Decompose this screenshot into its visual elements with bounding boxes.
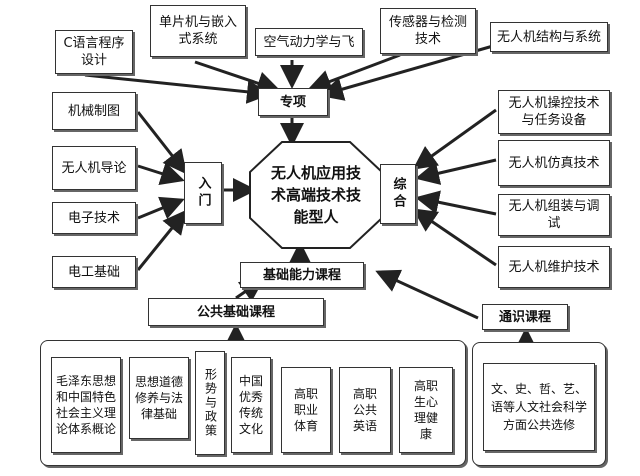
course-uav-assembly: 无人机组装与调试 <box>498 194 610 236</box>
course-label: 无人机仿真技术 <box>508 155 600 171</box>
course-label: 高职生心理健康 <box>413 379 438 441</box>
course-situation-policy: 形势与政策 <box>195 351 225 455</box>
course-label: 单片机与嵌入式系统 <box>158 15 237 47</box>
course-label: 电工基础 <box>67 264 120 280</box>
course-label: 中国优秀传统文化 <box>238 374 263 436</box>
course-uav-intro: 无人机导论 <box>52 146 136 190</box>
course-label: 电子技术 <box>67 210 120 226</box>
course-uav-maintenance: 无人机维护技术 <box>498 246 610 288</box>
course-c-programming: C语言程序设计 <box>55 30 133 74</box>
course-morality-law: 思想道德修养与法律基础 <box>129 357 189 439</box>
course-mao-theory: 毛泽东思想和中国特色社会主义理论体系概论 <box>51 357 121 453</box>
course-label: 文、史、哲、艺、语等人文社会科学方面公共选修 <box>490 382 587 432</box>
public-course-group: 毛泽东思想和中国特色社会主义理论体系概论 思想道德修养与法律基础 形势与政策 中… <box>40 340 466 466</box>
hub-label: 入门 <box>195 176 211 210</box>
center-goal: 无人机应用技术高端技术技能型人 <box>248 140 384 250</box>
course-label: 无人机操控技术与任务设备 <box>508 96 600 128</box>
center-label: 无人机应用技术高端技术技能型人 <box>270 164 361 226</box>
course-uav-operation: 无人机操控技术与任务设备 <box>498 90 610 134</box>
hub-label: 公共基础课程 <box>196 304 275 320</box>
hub-basic-ability: 基础能力课程 <box>240 262 364 288</box>
course-label: 思想道德修养与法律基础 <box>134 375 183 421</box>
course-label: 空气动力学与飞 <box>263 34 355 50</box>
course-aerodynamics: 空气动力学与飞 <box>255 28 363 56</box>
course-label: 形势与政策 <box>203 368 218 438</box>
hub-general-education: 通识课程 <box>482 304 568 330</box>
course-english: 高职公共英语 <box>339 367 391 453</box>
course-sensors: 传感器与检测技术 <box>380 8 476 54</box>
course-uav-structure: 无人机结构与系统 <box>490 22 608 52</box>
hub-specialized: 专项 <box>258 88 328 116</box>
hub-introductory: 入门 <box>184 162 222 224</box>
hub-label: 综合 <box>390 177 406 211</box>
hub-public-basic: 公共基础课程 <box>148 298 324 326</box>
course-mental-health: 高职生心理健康 <box>399 367 453 453</box>
course-label: 无人机组装与调试 <box>508 199 600 231</box>
course-label: 传感器与检测技术 <box>388 15 467 47</box>
course-label: 无人机结构与系统 <box>496 29 601 45</box>
course-label: 机械制图 <box>67 103 120 119</box>
course-label: 毛泽东思想和中国特色社会主义理论体系概论 <box>56 374 117 436</box>
course-uav-simulation: 无人机仿真技术 <box>498 140 610 186</box>
hub-label: 通识课程 <box>498 309 551 325</box>
course-mcu-embedded: 单片机与嵌入式系统 <box>150 5 246 57</box>
course-mechanical-drawing: 机械制图 <box>52 92 136 130</box>
course-label: C语言程序设计 <box>63 36 125 68</box>
course-humanities-electives: 文、史、哲、艺、语等人文社会科学方面公共选修 <box>483 363 595 451</box>
course-traditional-culture: 中国优秀传统文化 <box>231 357 271 453</box>
general-course-group: 文、史、哲、艺、语等人文社会科学方面公共选修 <box>472 342 606 466</box>
course-label: 无人机维护技术 <box>508 259 600 275</box>
course-pe: 高职职业体育 <box>281 367 331 453</box>
course-label: 高职公共英语 <box>352 387 377 433</box>
hub-label: 专项 <box>279 94 306 110</box>
octagon-shape <box>249 141 383 249</box>
hub-label: 基础能力课程 <box>262 267 341 283</box>
course-label: 无人机导论 <box>61 160 127 176</box>
course-electronics: 电子技术 <box>52 202 136 234</box>
hub-comprehensive: 综合 <box>380 164 416 224</box>
course-label: 高职职业体育 <box>293 387 318 433</box>
course-electrical-basics: 电工基础 <box>52 256 136 288</box>
